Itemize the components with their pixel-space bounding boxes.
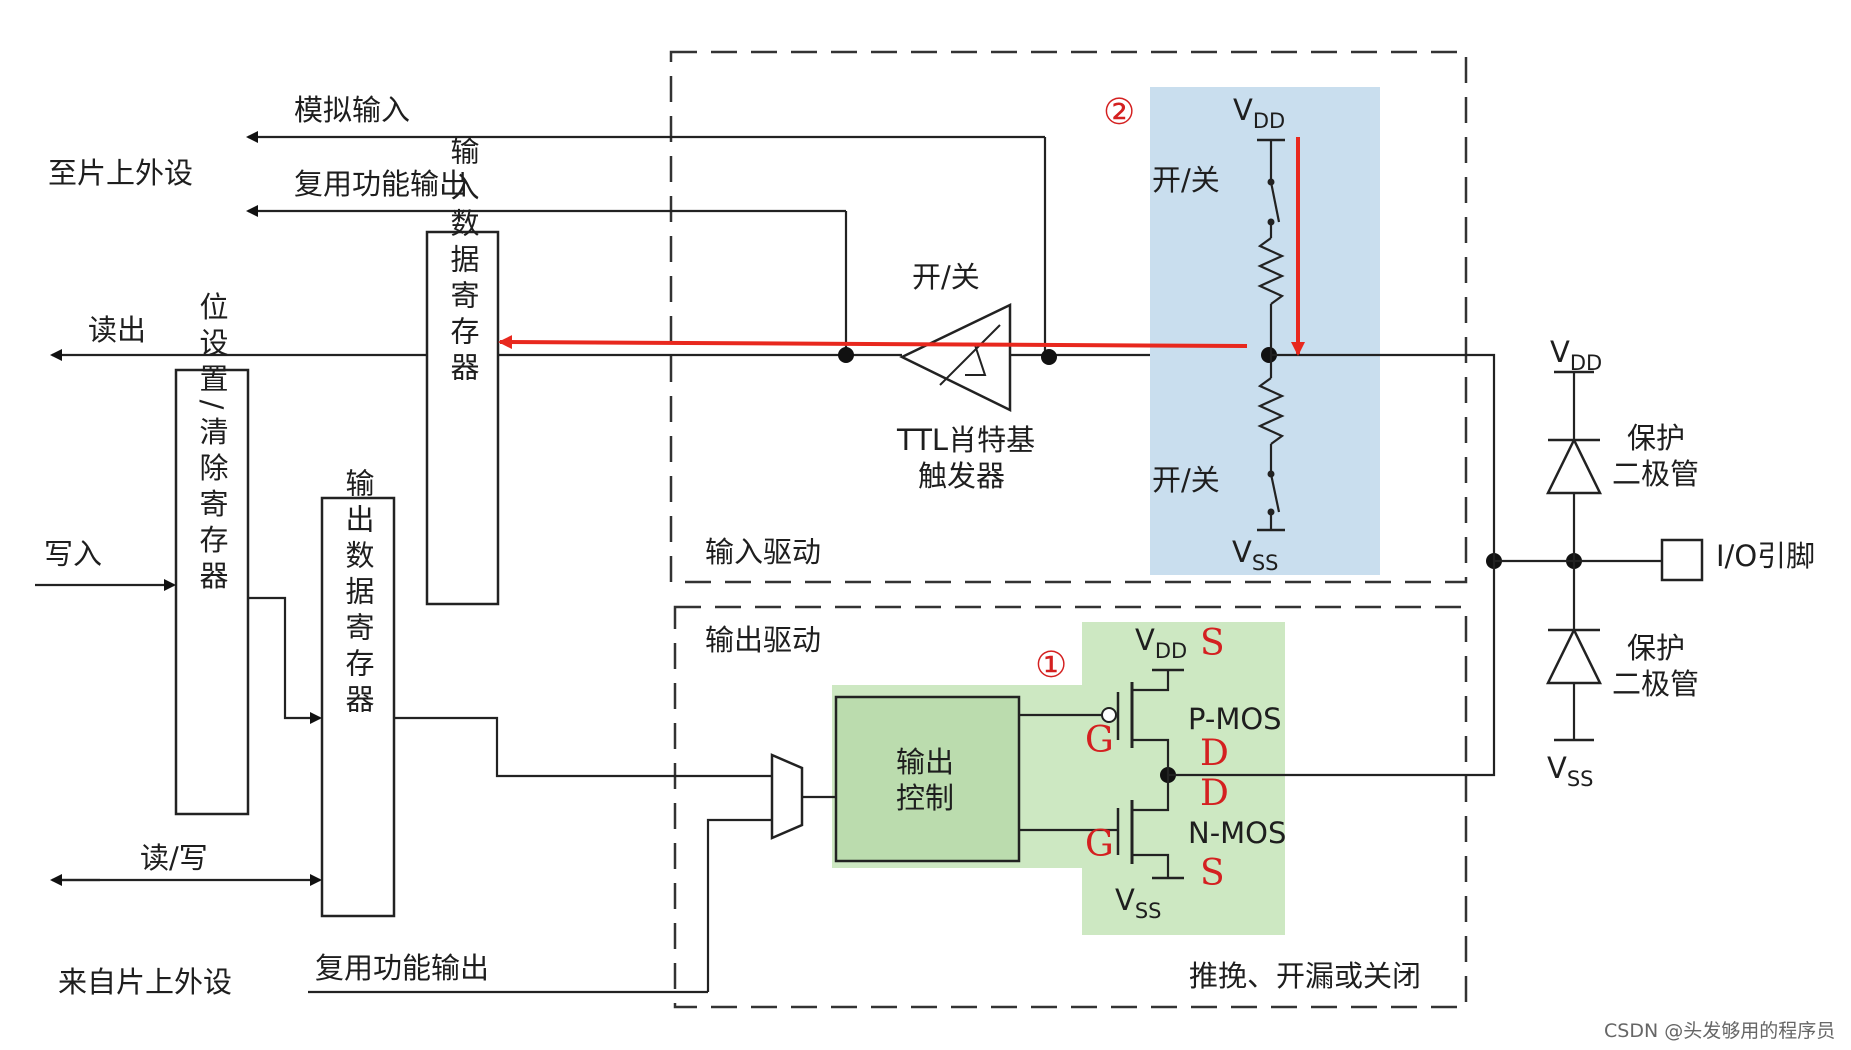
input-data-register-label: 输入数据寄存器 [446,136,480,388]
bit-set-reset-register-label: 位设置/清除寄存器 [195,291,229,596]
junction-dot [1041,349,1057,365]
alt-output-top-label: 复用功能输出 [294,167,468,201]
marker-1: ① [1035,645,1067,686]
output-multiplexer [770,753,804,840]
protection-diode-upper-label-1: 保护 [1627,421,1685,455]
read-out-label: 读出 [88,313,146,347]
pull-resistor-region [1150,87,1380,575]
output-driver-box [673,605,1468,1009]
nmos-gate-label: G [1085,824,1114,865]
junction-dot [1261,347,1277,363]
highlight-arrow-horizontal [498,335,1248,350]
vss-label-nmos: VSS [1115,883,1162,923]
io-pin-box [1660,538,1704,582]
push-pull-label: 推挽、开漏或关闭 [1189,959,1421,993]
nmos-drain-label: D [1200,773,1229,814]
protection-diode-upper [1545,437,1603,495]
ttl-schmitt-label-1: TTL肖特基 [896,423,1035,457]
protection-diode-upper-label-2: 二极管 [1612,457,1699,491]
io-pin-label: I/O引脚 [1716,539,1815,573]
write-in-label: 写入 [44,537,102,571]
input-data-register [425,230,500,606]
analog-input-label: 模拟输入 [294,93,410,127]
vss-label-diode: VSS [1547,751,1594,791]
to-peripheral-label: 至片上外设 [48,156,193,190]
switch-label-up: 开/关 [1152,163,1220,197]
watermark: CSDN @头发够用的程序员 [1604,1020,1835,1042]
output-control-label-1: 输出 [896,745,954,779]
output-control-box [834,695,1021,863]
vdd-label-diode: VDD [1550,335,1602,375]
pmos-source-label: S [1200,623,1225,664]
junction-dot [838,347,854,363]
vdd-label-pull: VDD [1233,93,1285,133]
from-peripheral-label: 来自片上外设 [58,965,232,999]
nmos-label: N-MOS [1188,816,1286,850]
pmos-label: P-MOS [1188,702,1282,736]
protection-diode-lower-label-2: 二极管 [1612,667,1699,701]
protection-diode-lower-label-1: 保护 [1627,631,1685,665]
pull-up-resistor [1257,237,1285,305]
alt-output-bottom-label: 复用功能输出 [315,951,489,985]
vss-label-pull: VSS [1232,535,1279,575]
output-control-label-2: 控制 [896,781,954,815]
vdd-label-pmos: VDD [1135,623,1187,663]
bit-set-reset-register [174,368,250,816]
marker-2: ② [1103,92,1135,133]
pull-down-resistor [1257,377,1285,445]
pmos-drain-label: D [1200,733,1229,774]
input-driver-label: 输入驱动 [705,535,821,569]
switch-label-ttl: 开/关 [912,260,980,294]
nmos-source-label: S [1200,853,1225,894]
output-data-register [320,496,396,918]
output-data-register-label: 输出数据寄存器 [341,468,375,720]
protection-diode-lower [1545,627,1603,685]
input-driver-box [669,50,1468,584]
read-write-label: 读/写 [140,841,208,875]
switch-label-down: 开/关 [1152,463,1220,497]
pmos-gate-label: G [1085,720,1114,761]
ttl-schmitt-trigger [899,303,1012,413]
output-driver-label: 输出驱动 [705,623,821,657]
ttl-schmitt-label-2: 触发器 [918,459,1005,493]
